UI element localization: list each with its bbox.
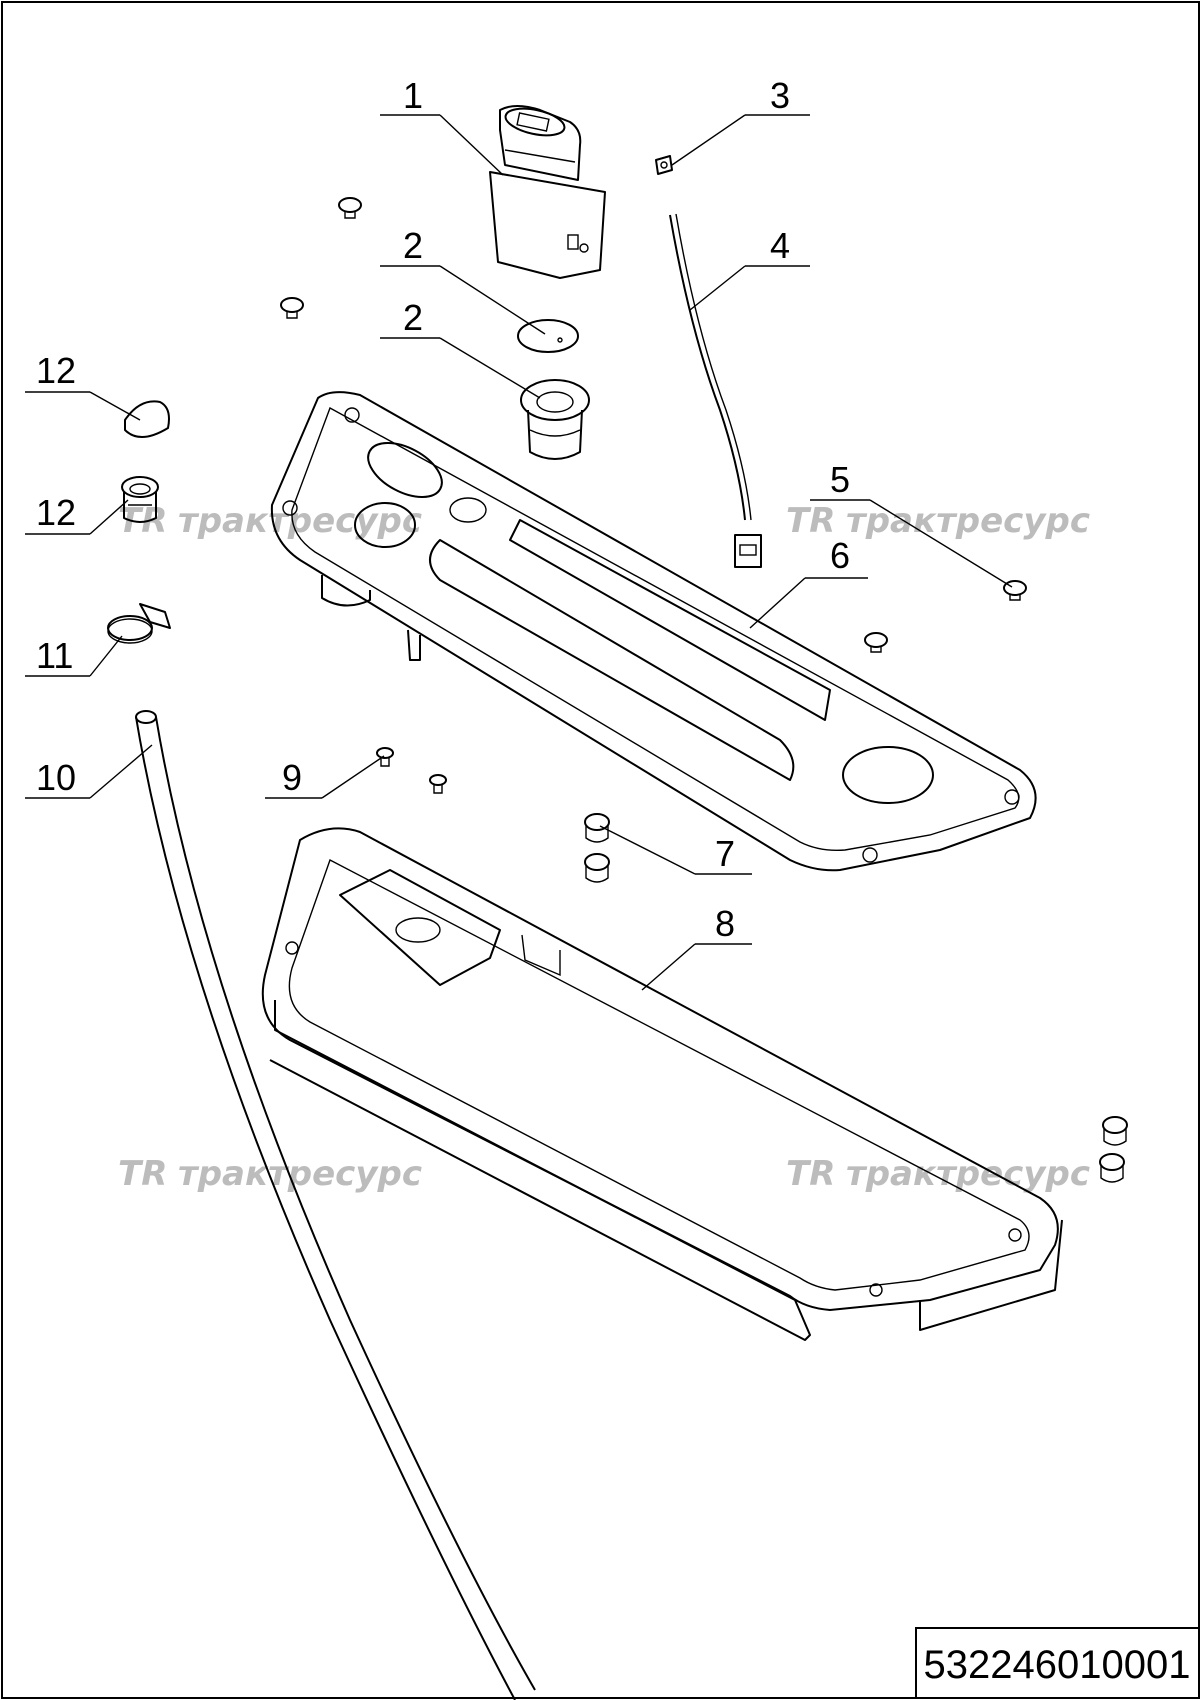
part-1-switch <box>489 105 606 279</box>
part-8-frame <box>261 827 1063 1341</box>
part-6-console-tray <box>270 391 1037 872</box>
svg-text:4: 4 <box>770 225 790 266</box>
callout-4: 4 <box>689 225 810 311</box>
svg-text:5: 5 <box>830 459 850 500</box>
svg-text:трактресурс: трактресурс <box>178 501 422 541</box>
callout-7: 7 <box>599 825 752 875</box>
svg-text:TR: TR <box>118 1154 167 1194</box>
callout-1: 1 <box>380 75 504 176</box>
drawing-code: 532246010001 <box>924 1643 1191 1687</box>
svg-text:3: 3 <box>770 75 790 116</box>
part-9-screws <box>376 747 447 794</box>
callout-2a: 2 <box>380 225 546 335</box>
part-2-socket <box>520 379 590 460</box>
part-5-screws <box>280 197 1027 653</box>
svg-text:трактресурс: трактресурс <box>846 501 1090 541</box>
svg-text:TR: TR <box>786 1154 835 1194</box>
callout-3: 3 <box>671 75 810 166</box>
svg-text:TR: TR <box>786 501 835 541</box>
watermark-bottom-left: TR трактресурс <box>118 1154 422 1194</box>
svg-text:2: 2 <box>403 297 423 338</box>
callout-5: 5 <box>810 459 1013 588</box>
svg-text:12: 12 <box>36 350 76 391</box>
svg-text:2: 2 <box>403 225 423 266</box>
svg-text:12: 12 <box>36 492 76 533</box>
svg-text:1: 1 <box>403 75 423 116</box>
svg-text:8: 8 <box>715 903 735 944</box>
watermark-bottom-right: TR трактресурс <box>786 1154 1090 1194</box>
drawing-code-box: 532246010001 <box>915 1627 1200 1699</box>
svg-text:7: 7 <box>715 833 735 874</box>
callout-12b: 12 <box>25 492 129 535</box>
part-12-socket <box>121 476 159 523</box>
callout-12a: 12 <box>25 350 141 421</box>
part-3-nut <box>655 155 673 175</box>
svg-text:11: 11 <box>36 635 73 676</box>
part-4-wire <box>669 213 762 568</box>
callout-2b: 2 <box>380 297 541 399</box>
watermark-top-left: TR трактресурс <box>118 501 422 541</box>
svg-text:10: 10 <box>36 757 76 798</box>
callout-10: 10 <box>25 744 153 799</box>
svg-text:трактресурс: трактресурс <box>178 1154 422 1194</box>
svg-text:трактресурс: трактресурс <box>846 1154 1090 1194</box>
watermark-top-right: TR трактресурс <box>786 501 1090 541</box>
part-7-pins <box>584 813 1128 1183</box>
callout-8: 8 <box>641 903 752 991</box>
part-12-cap <box>124 400 170 438</box>
callout-9: 9 <box>265 755 385 799</box>
callout-6: 6 <box>749 535 868 629</box>
part-10-hose <box>135 710 536 1700</box>
part-11-clamp <box>107 603 171 644</box>
part-2-cap <box>517 319 579 353</box>
svg-text:6: 6 <box>830 535 850 576</box>
callout-11: 11 <box>25 635 123 677</box>
svg-text:9: 9 <box>282 757 302 798</box>
